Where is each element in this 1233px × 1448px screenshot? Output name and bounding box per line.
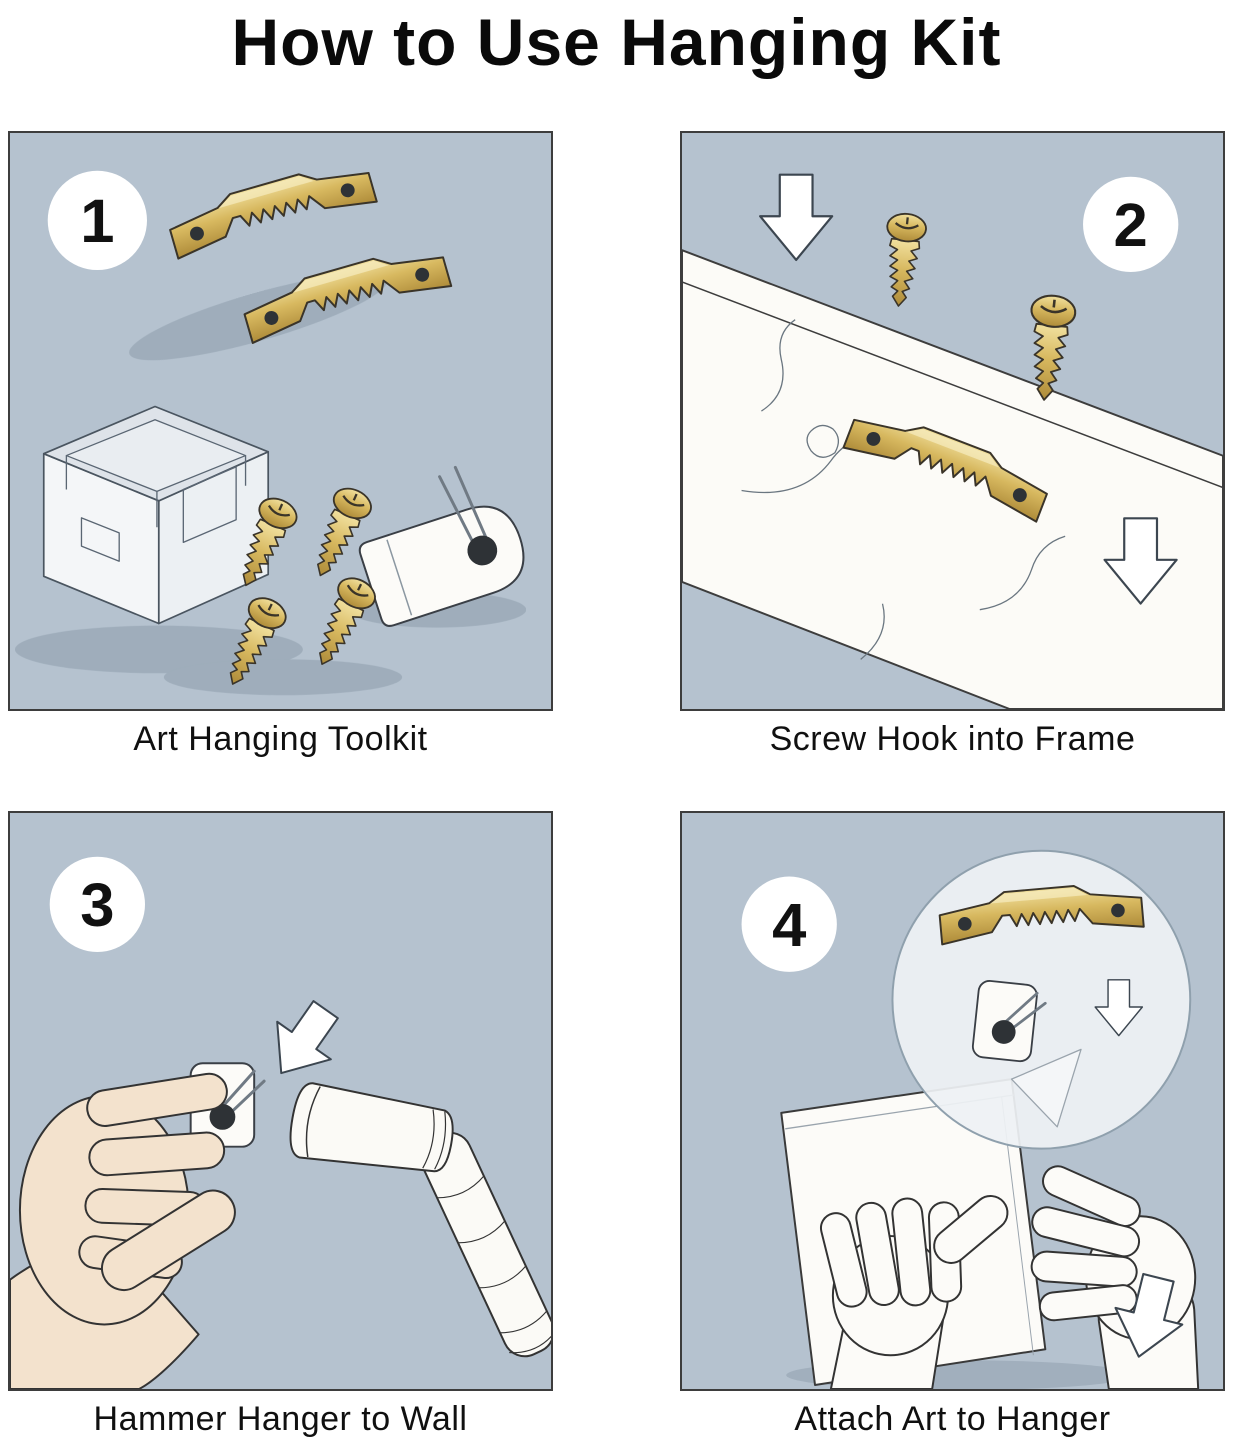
page-title: How to Use Hanging Kit xyxy=(231,5,1002,79)
hand-icon xyxy=(819,1194,1009,1389)
step-2-block: 2 Screw Hook into Frame xyxy=(680,130,1225,759)
plastic-tray-icon xyxy=(42,405,270,624)
step-2-panel: 2 xyxy=(680,130,1225,711)
panel-row-1: 1 xyxy=(0,130,1233,759)
svg-text:1: 1 xyxy=(80,187,114,256)
step-1-caption: Art Hanging Toolkit xyxy=(133,719,428,758)
step-4-block: 4 xyxy=(680,810,1225,1439)
step-number-badge: 1 xyxy=(47,170,147,270)
step-4-panel: 4 xyxy=(680,810,1225,1391)
magnifier-circle-icon xyxy=(891,849,1192,1150)
svg-text:4: 4 xyxy=(772,891,806,960)
step-number-badge: 3 xyxy=(49,856,146,952)
step-3-panel: 3 xyxy=(8,810,553,1391)
step-1-panel: 1 xyxy=(8,130,553,711)
step-2-caption: Screw Hook into Frame xyxy=(769,719,1136,758)
step-1-block: 1 xyxy=(8,130,553,759)
panel-row-2: 3 xyxy=(0,810,1233,1439)
svg-text:2: 2 xyxy=(1114,191,1148,260)
svg-text:3: 3 xyxy=(80,871,114,940)
step-number-badge: 4 xyxy=(741,876,837,972)
step-number-badge: 2 xyxy=(1083,176,1179,272)
step-4-caption: Attach Art to Hanger xyxy=(794,1399,1111,1438)
canvas-corner-fold xyxy=(1010,1048,1082,1128)
step-3-caption: Hammer Hanger to Wall xyxy=(93,1399,468,1438)
hammer-icon xyxy=(289,1081,551,1357)
hand-icon xyxy=(10,1072,236,1389)
step-3-block: 3 xyxy=(8,810,553,1439)
